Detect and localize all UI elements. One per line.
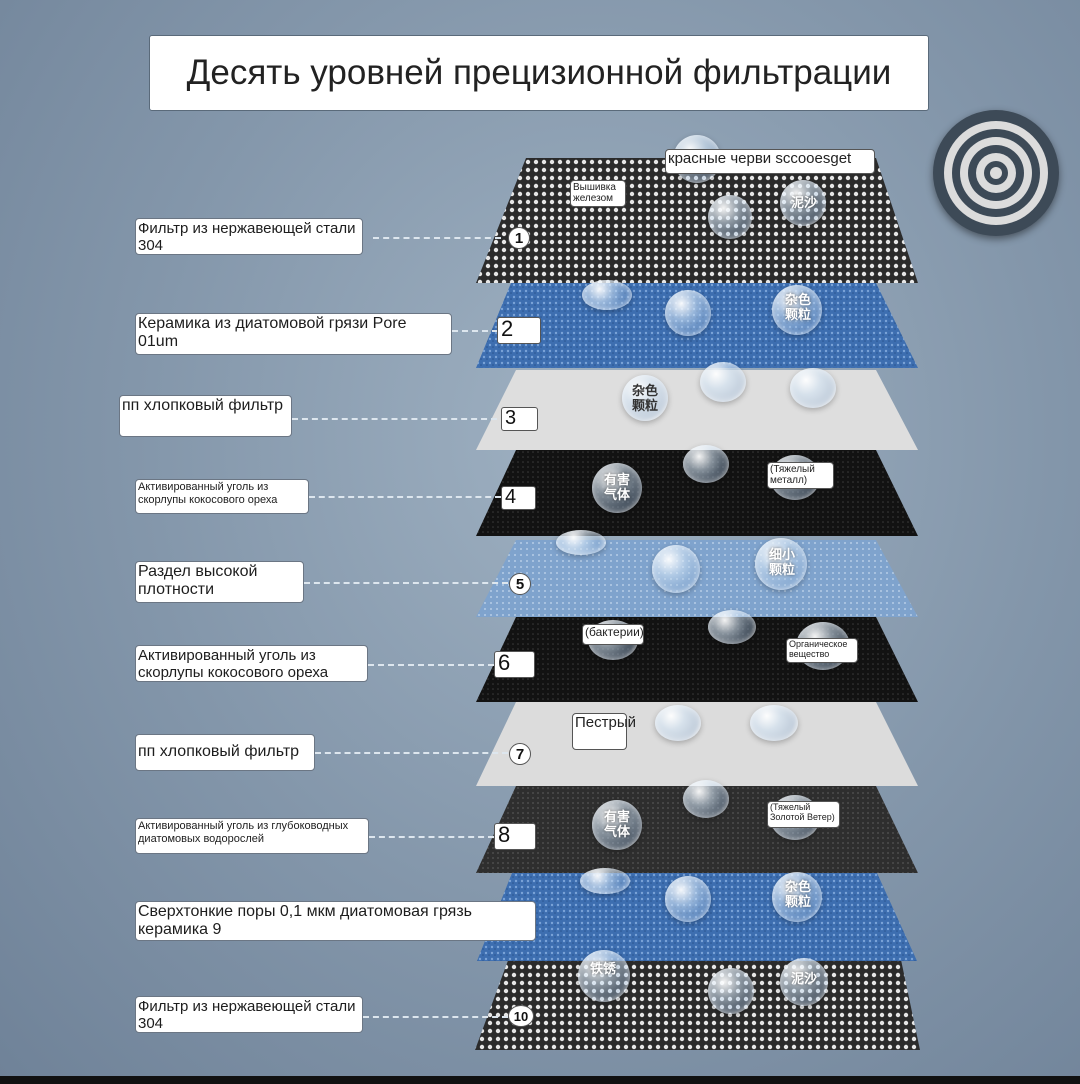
particle-bubble [683, 445, 729, 483]
rust-text: 铁锈 [589, 961, 616, 976]
layer-6-label: Активированный уголь из скорлупы кокосов… [135, 645, 368, 682]
particle-bubble [665, 290, 711, 336]
impurities-text: 杂色颗粒 [785, 292, 812, 322]
leader-line [315, 752, 508, 754]
leader-line [309, 496, 501, 498]
layer-1-label: Фильтр из нержавеющей стали 304 [135, 218, 363, 255]
layer-4-number: 4 [501, 486, 536, 510]
particle-bubble [755, 538, 807, 590]
harmful-gas-text: 有害气体 [603, 809, 630, 839]
layer-5-label: Раздел высокой плотности [135, 561, 304, 603]
iron-rust-label: Вышивка железом [570, 180, 626, 207]
particle-bubble [772, 285, 822, 335]
particle-bubble [622, 375, 668, 421]
leader-line [368, 664, 494, 666]
bacteria-label: (бактерии) [582, 624, 644, 645]
filter-layer-6 [476, 617, 926, 707]
layer-2-number: 2 [497, 317, 541, 344]
layer-6-number: 6 [494, 651, 535, 678]
organic-label: Органическое вещество [786, 638, 858, 663]
impurities-text: 杂色颗粒 [785, 879, 812, 909]
particle-bubble [556, 530, 606, 555]
harmful-gas-text: 有害气体 [603, 472, 630, 502]
particle-bubble [750, 705, 798, 741]
layer-3-label: пп хлопковый фильтр [119, 395, 292, 437]
page-title: Десять уровней прецизионной фильтрации [149, 35, 929, 111]
red-worms-label: красные черви sccooesget [665, 149, 875, 174]
layer-4-label: Активированный уголь из скорлупы кокосов… [135, 479, 309, 514]
particle-bubble [592, 463, 642, 513]
pesticide-label: Пестрый [572, 713, 636, 750]
particle-bubble [708, 610, 756, 644]
leader-line [304, 582, 508, 584]
filter-layer-10 [470, 955, 920, 1055]
particle-bubble [780, 180, 826, 226]
layer-8-label: Активированный уголь из глубоководных ди… [135, 818, 369, 854]
layer-3-number: 3 [501, 407, 538, 431]
layer-10-number: 10 [508, 1005, 534, 1027]
heavy-gold-wind-label: (Тяжелый Золотой Ветер) [767, 801, 840, 828]
particle-bubble [580, 868, 630, 894]
particle-bubble [780, 958, 828, 1006]
particle-bubble [700, 362, 746, 402]
fine-particles-text: 细小颗粒 [769, 547, 796, 577]
bottom-bar [0, 1076, 1080, 1084]
leader-line [452, 330, 498, 332]
layer-9-label: Сверхтонкие поры 0,1 мкм диатомовая гряз… [135, 901, 536, 941]
impurities-text: 杂色颗粒 [631, 383, 658, 413]
layer-7-label: пп хлопковый фильтр [135, 734, 315, 771]
particle-bubble [592, 800, 642, 850]
filter-layer-5 [476, 540, 926, 620]
particle-bubble [652, 545, 700, 593]
layer-10-label: Фильтр из нержавеющей стали 304 [135, 996, 363, 1033]
layer-8-number: 8 [494, 823, 536, 850]
particle-bubble [708, 195, 752, 239]
leader-line [292, 418, 497, 420]
sand-text: 泥沙 [790, 971, 817, 986]
particle-bubble [578, 950, 630, 1002]
layer-2-label: Керамика из диатомовой грязи Pore 01um [135, 313, 452, 355]
particle-bubble [683, 780, 729, 818]
sand-text: 泥沙 [790, 195, 817, 210]
particle-bubble [708, 968, 754, 1014]
leader-line [373, 237, 501, 239]
leader-line [369, 836, 494, 838]
target-icon[interactable] [933, 110, 1059, 236]
particle-bubble [790, 368, 836, 408]
particle-bubble [582, 280, 632, 310]
layer-1-number: 1 [508, 227, 530, 249]
particle-bubble [655, 705, 701, 741]
heavy-metal-label: (Тяжелый металл) [767, 462, 834, 489]
leader-line [363, 1016, 508, 1018]
particle-bubble [772, 872, 822, 922]
layer-5-number: 5 [509, 573, 531, 595]
particle-bubble [665, 876, 711, 922]
filter-layer-7 [476, 702, 926, 792]
layer-7-number: 7 [509, 743, 531, 765]
